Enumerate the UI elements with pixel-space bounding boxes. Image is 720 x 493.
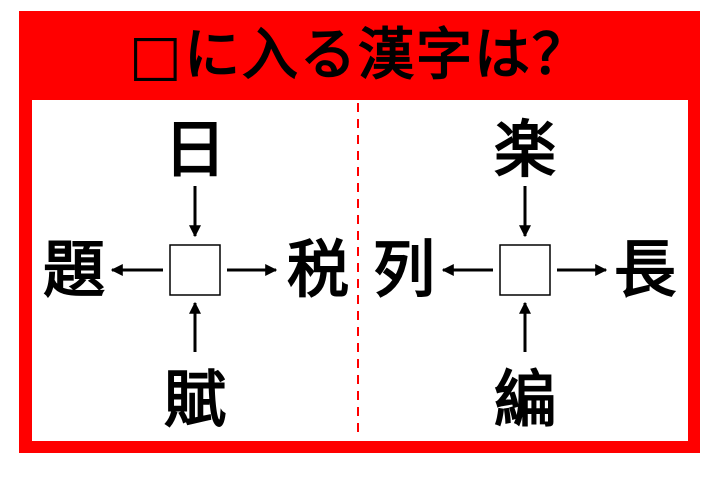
kanji-top: 楽	[493, 113, 556, 186]
kanji-bottom: 編	[493, 363, 556, 436]
right-puzzle-graphics	[441, 186, 608, 352]
blank-box	[169, 244, 221, 296]
kanji-right: 税	[286, 233, 349, 306]
puzzle-title: □に入る漢字は？	[129, 23, 590, 88]
kanji-left: 題	[42, 233, 105, 306]
blank-box	[499, 244, 551, 296]
kanji-bottom: 賦	[163, 363, 226, 436]
kanji-left: 列	[372, 233, 435, 306]
left-puzzle-graphics	[110, 186, 278, 352]
kanji-right: 長	[613, 233, 676, 306]
kanji-top: 日	[163, 113, 226, 186]
